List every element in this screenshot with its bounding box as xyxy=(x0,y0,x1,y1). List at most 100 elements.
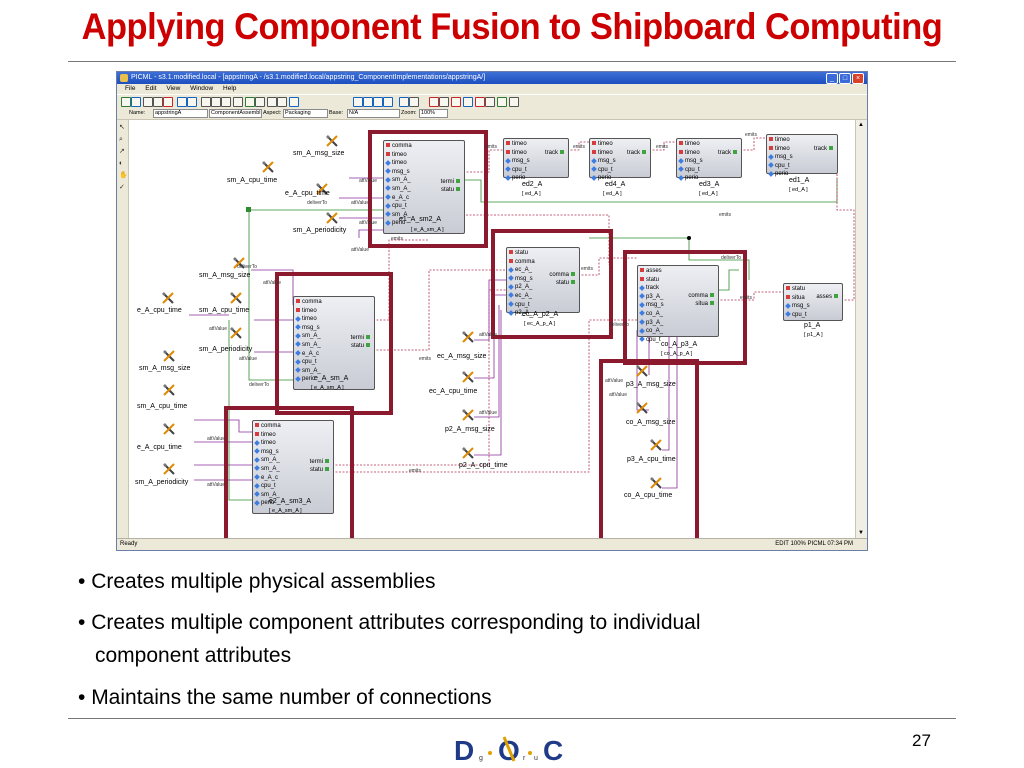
port-label[interactable]: perio xyxy=(768,170,788,178)
property-tools-icon[interactable] xyxy=(162,383,176,397)
zoom-select[interactable]: 100% xyxy=(419,109,448,118)
name-field[interactable]: appstringA xyxy=(153,109,208,118)
port-label[interactable]: p2_A_ xyxy=(508,283,532,291)
port-label[interactable]: msg_s xyxy=(505,157,530,165)
port-label[interactable]: perio xyxy=(254,499,274,507)
base-field[interactable]: N/A xyxy=(347,109,400,118)
kind-field[interactable]: ComponentAssembl xyxy=(209,109,262,118)
port-label[interactable]: sm_A_ xyxy=(295,341,321,349)
port-label[interactable]: msg_s xyxy=(768,153,793,161)
port-label[interactable]: sm_A_ xyxy=(295,367,321,375)
toolbar-button-icon[interactable] xyxy=(485,97,495,107)
property-tools-icon[interactable] xyxy=(635,401,649,415)
port-label[interactable]: timeo xyxy=(769,137,790,144)
emits-connection[interactable] xyxy=(373,269,506,351)
port-label[interactable]: sm_A_ xyxy=(385,185,411,193)
toolbar-button-icon[interactable] xyxy=(211,97,221,107)
toolbar-button-icon[interactable] xyxy=(201,97,211,107)
zoom-mode-icon[interactable]: ⌕ xyxy=(119,136,123,143)
toolbar-button-icon[interactable] xyxy=(409,97,419,107)
port-label[interactable]: msg_s xyxy=(295,324,320,332)
property-tools-icon[interactable] xyxy=(229,291,243,305)
port-label[interactable]: perio xyxy=(385,219,405,227)
port-label[interactable]: statu xyxy=(310,467,331,474)
port-label[interactable]: comma xyxy=(688,293,716,300)
port-label[interactable]: perio xyxy=(591,174,611,182)
port-label[interactable]: asses xyxy=(816,294,840,301)
property-tools-icon[interactable] xyxy=(461,370,475,384)
port-label[interactable]: situa xyxy=(695,301,716,308)
port-label[interactable]: msg_s xyxy=(385,168,410,176)
port-label[interactable]: cpu_t xyxy=(385,202,407,210)
emits-connection[interactable] xyxy=(740,137,766,151)
property-tools-icon[interactable] xyxy=(162,349,176,363)
attvalue-connection[interactable] xyxy=(662,335,670,451)
emits-connection[interactable] xyxy=(836,172,855,301)
port-label[interactable]: msg_s xyxy=(591,157,616,165)
toolbar-button-icon[interactable] xyxy=(153,97,163,107)
port-label[interactable]: cpu_t xyxy=(785,311,807,319)
menu-window[interactable]: Window xyxy=(190,85,214,92)
attvalue-connection[interactable] xyxy=(251,269,294,305)
port-label[interactable]: situa xyxy=(786,295,805,302)
deliverto-connection[interactable] xyxy=(463,178,838,203)
minimize-button[interactable]: _ xyxy=(826,73,838,84)
port-label[interactable]: timeo xyxy=(506,150,527,157)
port-label[interactable]: e_A_c xyxy=(254,474,278,482)
emits-connection[interactable] xyxy=(332,319,637,473)
property-tools-icon[interactable] xyxy=(635,364,649,378)
toolbar-button-icon[interactable] xyxy=(475,97,485,107)
port-label[interactable]: termi xyxy=(351,335,372,342)
port-label[interactable]: track xyxy=(718,150,739,157)
port-label[interactable]: cpu_t xyxy=(768,162,790,170)
attvalue-connection[interactable] xyxy=(662,335,678,489)
connect-mode-icon[interactable]: ↗ xyxy=(119,148,125,155)
port-label[interactable]: co_A_ xyxy=(639,327,663,335)
toolbar-button-icon[interactable] xyxy=(131,97,141,107)
emits-connection[interactable] xyxy=(463,149,503,173)
port-label[interactable]: ec_A_ xyxy=(508,266,532,274)
property-tools-icon[interactable] xyxy=(232,256,246,270)
port-label[interactable]: e_A_c xyxy=(385,194,409,202)
property-tools-icon[interactable] xyxy=(649,438,663,452)
port-label[interactable]: comma xyxy=(255,423,281,430)
deliverto-connection[interactable] xyxy=(228,320,252,501)
port-label[interactable]: e_A_c xyxy=(295,350,319,358)
toolbar-button-icon[interactable] xyxy=(353,97,363,107)
port-label[interactable]: cpu_t xyxy=(295,358,317,366)
port-label[interactable]: statu xyxy=(640,277,659,284)
port-label[interactable]: timeo xyxy=(506,141,527,148)
scroll-down-icon[interactable]: ▼ xyxy=(858,530,864,536)
toolbar-button-icon[interactable] xyxy=(163,97,173,107)
port-label[interactable]: timeo xyxy=(679,150,700,157)
emits-connection[interactable] xyxy=(332,289,506,466)
check-mode-icon[interactable]: ✓ xyxy=(119,184,125,191)
toolbar-button-icon[interactable] xyxy=(255,97,265,107)
scroll-up-icon[interactable]: ▲ xyxy=(858,122,864,128)
port-label[interactable]: comma xyxy=(386,143,412,150)
menu-file[interactable]: File xyxy=(125,85,136,92)
port-label[interactable]: timeo xyxy=(679,141,700,148)
toolbar-button-icon[interactable] xyxy=(497,97,507,107)
port-label[interactable]: comma xyxy=(549,272,577,279)
port-label[interactable]: ec_A_ xyxy=(508,292,532,300)
toolbar-button-icon[interactable] xyxy=(383,97,393,107)
property-tools-icon[interactable] xyxy=(461,330,475,344)
property-tools-icon[interactable] xyxy=(461,446,475,460)
port-label[interactable]: timeo xyxy=(592,141,613,148)
property-tools-icon[interactable] xyxy=(461,408,475,422)
port-label[interactable]: msg_s xyxy=(254,448,279,456)
deliverto-connection[interactable] xyxy=(717,269,739,291)
port-label[interactable]: timeo xyxy=(296,308,317,315)
port-label[interactable]: track xyxy=(639,284,659,292)
attvalue-connection[interactable] xyxy=(474,310,502,456)
port-label[interactable]: comma xyxy=(509,259,535,266)
pan-mode-icon[interactable]: ✋ xyxy=(119,172,128,179)
port-label[interactable]: sm_A_ xyxy=(385,176,411,184)
port-label[interactable]: cpu_t xyxy=(505,166,527,174)
